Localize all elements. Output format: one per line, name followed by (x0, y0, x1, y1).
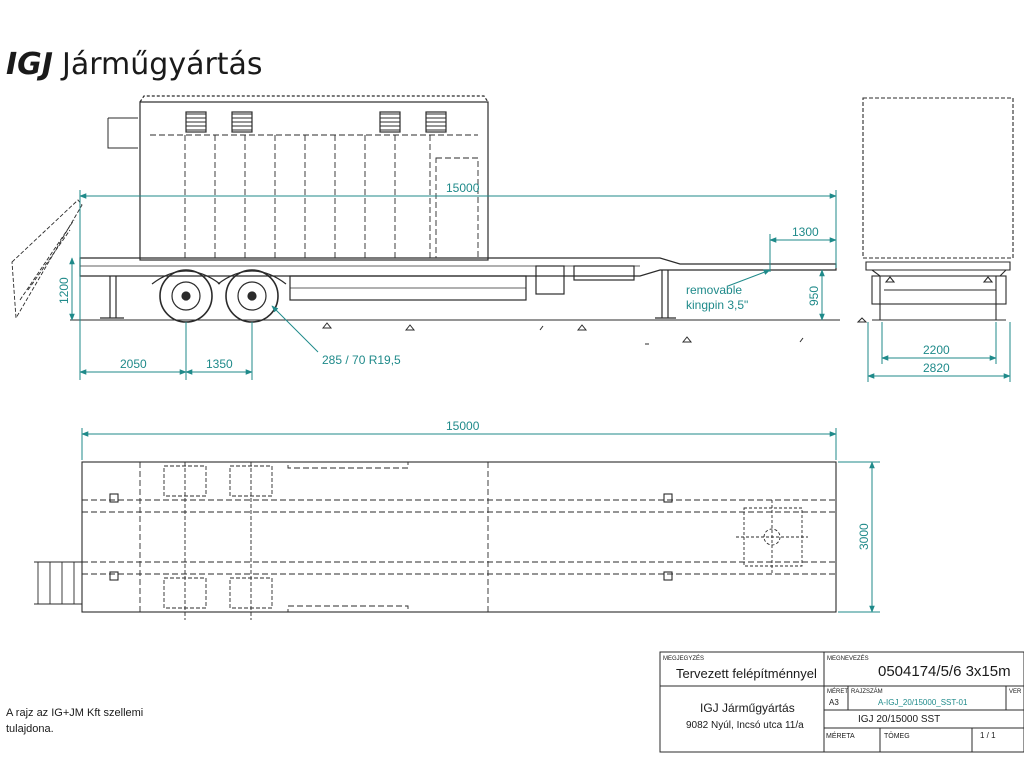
dim-top-width: 3000 (857, 523, 871, 550)
end-dimensions (867, 322, 1011, 382)
remark-label: MEGJEGYZÉS (663, 655, 704, 662)
trailer-deck (79, 257, 837, 277)
landing-gear (655, 270, 676, 319)
dim-rear-to-axle: 2050 (120, 357, 147, 371)
size-label: MÉRET (827, 688, 848, 695)
scale-label: MÉRETA (826, 731, 855, 740)
top-dimension-labels: 15000 3000 (446, 419, 871, 550)
company-logo: IGJ (6, 47, 53, 82)
company-address: 9082 Nyúl, Incsó utca 11/a (686, 720, 804, 731)
dim-kingpin-offset: 1300 (792, 225, 819, 239)
drawing-no-value: A-IGJ_20/15000_SST-01 (878, 698, 968, 707)
dim-rear-height: 1200 (57, 277, 71, 304)
container-roof-edge (139, 95, 489, 103)
end-dimension-labels: 2200 2820 (923, 343, 950, 375)
title-block (659, 651, 1024, 753)
top-deck-outline (81, 461, 837, 613)
rear-ramps (11, 199, 83, 320)
top-wheel-marks (163, 462, 273, 620)
toolbox (535, 265, 565, 295)
kingpin-plate (736, 500, 808, 574)
mass-label: TÖMEG (884, 732, 910, 740)
version-label: VER (1009, 689, 1022, 695)
drawing-no-label: RAJZSZÁM (851, 688, 883, 695)
size-value: A3 (829, 698, 839, 707)
name-label: MEGNEVEZÉS (827, 655, 869, 662)
end-container (862, 97, 1014, 259)
header: IGJ Járműgyártás (6, 47, 263, 82)
type-value: IGJ 20/15000 SST (858, 714, 940, 725)
side-view (11, 95, 840, 323)
kingpin-note-1: removable (686, 283, 742, 297)
dim-axle-spacing: 1350 (206, 357, 233, 371)
rear-ramps-top (34, 561, 82, 605)
vent-icons (185, 111, 447, 133)
copyright-note: A rajz az IG+JM Kft szellemi tulajdona. (6, 707, 143, 735)
copyright-line-1: A rajz az IG+JM Kft szellemi (6, 707, 143, 719)
tyre-size-label: 285 / 70 R19,5 (322, 353, 401, 367)
axle-2-wheel (225, 269, 279, 323)
axle-1-wheel (159, 269, 213, 323)
name-value: 0504174/5/6 3x15m (878, 663, 1011, 680)
spare-holder (573, 265, 635, 281)
side-dimensions (69, 190, 837, 380)
container-front-bracket (107, 117, 138, 149)
sheet-value: 1 / 1 (980, 731, 996, 740)
top-view (34, 461, 837, 620)
container-body (139, 101, 489, 261)
rear-support (100, 276, 124, 319)
side-dimension-labels: 15000 1300 1200 950 2050 1350 285 / 70 R… (57, 181, 821, 371)
end-view (862, 97, 1014, 321)
end-wheels (872, 276, 1006, 321)
end-deck (865, 261, 1011, 271)
dim-inner-width: 2200 (923, 343, 950, 357)
company-name: IGJ Járműgyártás (700, 701, 795, 715)
mudguards (151, 270, 287, 285)
title-block-text: MEGJEGYZÉS Tervezett felépítménnyel MEGN… (663, 655, 1022, 740)
end-chassis (871, 275, 1007, 305)
company-title: Járműgyártás (60, 47, 263, 82)
copyright-line-2: tulajdona. (6, 723, 54, 735)
dim-overall-length: 15000 (446, 181, 480, 195)
kingpin-note-2: kingpin 3,5" (686, 298, 748, 312)
dim-front-height: 950 (807, 286, 821, 306)
dim-top-length: 15000 (446, 419, 480, 433)
remark-value: Tervezett felépítménnyel (676, 666, 817, 681)
top-dimensions (81, 428, 880, 613)
dim-outer-width: 2820 (923, 361, 950, 375)
drawing-artifacts (321, 317, 868, 345)
